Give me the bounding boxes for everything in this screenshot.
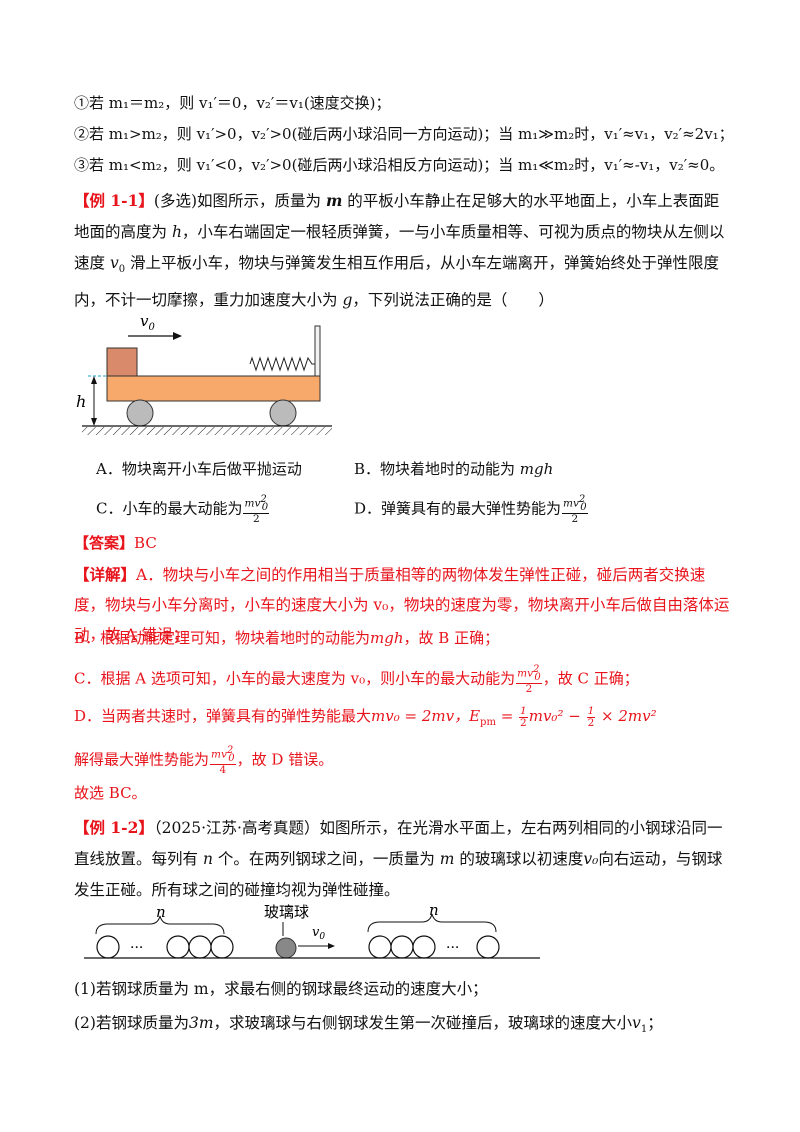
h-label: h xyxy=(76,392,86,411)
example-tag: 【例 1-2】 xyxy=(74,818,154,837)
rule-3: ③若 m₁<m₂，则 v₁′<0，v₂′>0(碰后两小球沿相反方向运动)；当 m… xyxy=(74,156,725,174)
svg-text:···: ··· xyxy=(130,940,143,956)
n-left-label: n xyxy=(156,903,166,921)
example-1-1-stem: 【例 1-1】(多选)如图所示，质量为 m 的平板小车静止在足够大的水平地面上，… xyxy=(74,191,725,310)
example-1-2-stem: 【例 1-2】（2025·江苏·高考真题）如图所示，在光滑水平面上，左右两列相同… xyxy=(74,818,723,899)
rule-2: ②若 m₁>m₂，则 v₁′>0，v₂′>0(碰后两小球沿同一方向运动)；当 m… xyxy=(74,125,734,143)
svg-text:···: ··· xyxy=(446,940,459,956)
explanation-a: 【详解】A．物块与小车之间的作用相当于质量相等的两物体发生弹性正碰，碰后两者交换… xyxy=(74,565,730,644)
right-brace xyxy=(367,913,497,933)
option-a: A．物块离开小车后做平抛运动 xyxy=(96,460,302,478)
n-right-label: n xyxy=(429,901,439,919)
example-tag: 【例 1-1】 xyxy=(74,191,154,210)
balls-figure: n ··· 玻璃球 v0 n ··· xyxy=(84,901,540,959)
left-wheel xyxy=(126,399,154,427)
option-b: B．物块着地时的动能为 mgh xyxy=(354,460,554,478)
question-1: (1)若钢球质量为 m，求最右侧的钢球最终运动的速度大小； xyxy=(74,980,488,998)
explanation-conclusion: 故选 BC。 xyxy=(74,784,147,802)
left-brace xyxy=(95,915,225,935)
question-2: (2)若钢球质量为3m，求玻璃球与右侧钢球发生第一次碰撞后，玻璃球的速度大小v1… xyxy=(74,1014,663,1036)
cart-figure: v0 h xyxy=(76,312,332,435)
answer: 【答案】BC xyxy=(74,534,157,552)
block xyxy=(106,347,138,377)
wall xyxy=(314,325,321,377)
svg-text:v0: v0 xyxy=(312,925,325,942)
glass-ball-label: 玻璃球 xyxy=(264,903,309,921)
glass-ball xyxy=(275,937,297,959)
spring xyxy=(249,356,315,372)
rule-1: ①若 m₁＝m₂，则 v₁′＝0，v₂′＝v₁(速度交换)； xyxy=(74,94,391,112)
explanation-b: B．根据动能定理可知，物块着地时的动能为mgh，故 B 正确； xyxy=(74,629,500,647)
v0-label: v0 xyxy=(140,312,155,333)
cart-body xyxy=(106,375,321,402)
right-wheel xyxy=(269,399,297,427)
